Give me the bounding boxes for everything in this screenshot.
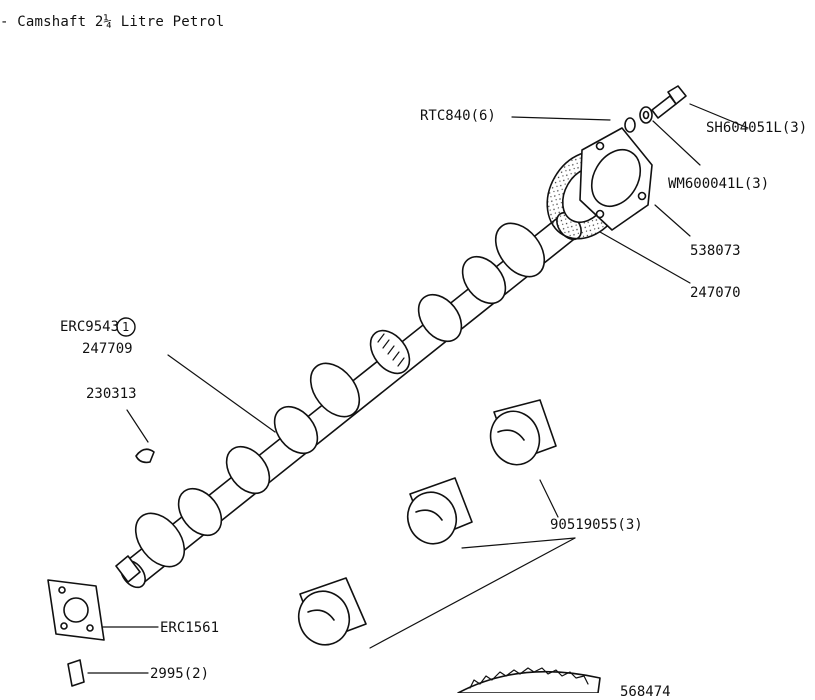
sprocket (457, 670, 601, 693)
label-2995: 2995(2) (150, 666, 210, 682)
bolt (651, 85, 687, 119)
label-568474: 568474 (620, 684, 671, 700)
bearing-2 (406, 477, 473, 545)
screw (67, 659, 85, 687)
label-erc1561: ERC1561 (160, 620, 220, 636)
label-erc9543: ERC9543 (60, 319, 120, 335)
thrust-plate (579, 127, 653, 231)
bearing-3 (297, 577, 367, 646)
note-circle (116, 317, 136, 337)
rtc840-washer (624, 117, 636, 133)
leader-lines (87, 103, 749, 674)
woodruff-key (135, 448, 155, 464)
camshaft (115, 211, 582, 589)
label-247070: 247070 (690, 285, 741, 301)
label-247709: 247709 (82, 341, 133, 357)
erc1561-plate (47, 579, 105, 641)
diagram-title: - Camshaft 2¼ Litre Petrol (0, 14, 225, 30)
bearing-1 (489, 399, 557, 466)
label-wm600041l: WM600041L(3) (668, 176, 770, 192)
label-538073: 538073 (690, 243, 741, 259)
label-rtc840: RTC840(6) (420, 108, 496, 124)
label-bearings: 90519055(3) (550, 517, 643, 533)
label-230313: 230313 (86, 386, 137, 402)
label-erc9543-note: 1 (122, 320, 130, 334)
label-sh604051l: SH604051L(3) (706, 120, 808, 136)
